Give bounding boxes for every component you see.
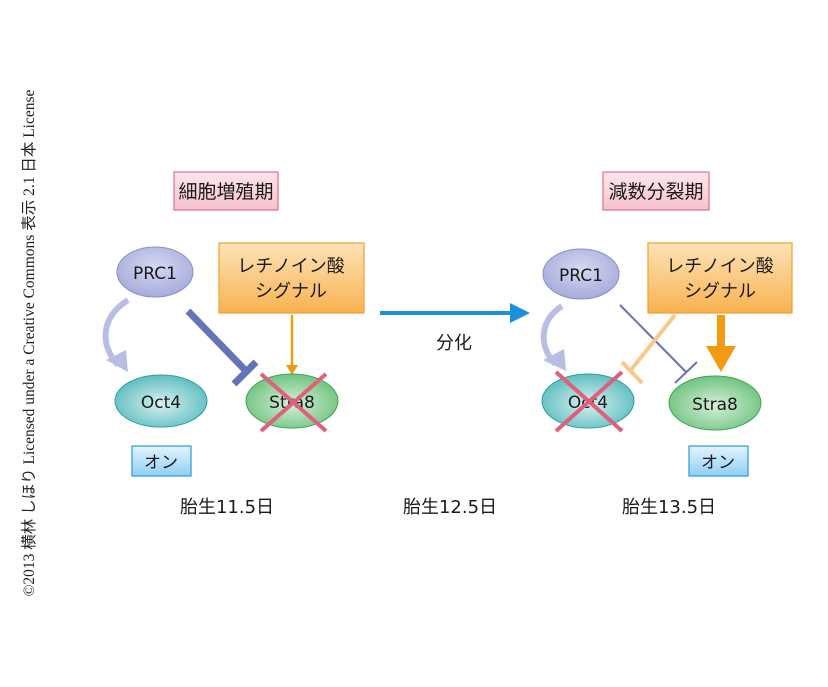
signal-label-line1: レチノイン酸: [666, 256, 773, 277]
stra8-on-badge: [688, 445, 749, 477]
prc1-label: PRC1: [559, 266, 603, 286]
oct4-on-badge: [131, 445, 192, 477]
day-label: 胎生11.5日: [180, 497, 274, 518]
prc1-node: [542, 248, 620, 300]
differentiation-label: 分化: [436, 333, 472, 354]
activation-arrowhead-icon: [543, 349, 566, 371]
signal-label-line2: シグナル: [684, 281, 756, 302]
inhibition-bar-icon: [674, 361, 698, 384]
signal-arrowhead-icon: [706, 346, 736, 372]
phase-label: 減数分裂期: [608, 181, 703, 203]
transition: 分化 胎生12.5日: [380, 303, 530, 518]
oct4-off-cross-icon: [554, 370, 624, 433]
oct4-node: [114, 374, 208, 428]
phase-label-box: [602, 171, 710, 211]
prc1-label: PRC1: [133, 264, 177, 284]
on-badge-label: オン: [144, 453, 178, 473]
on-badge-label: オン: [701, 453, 735, 473]
differentiation-arrowhead-icon: [510, 303, 530, 323]
signal-label-line1: レチノイン酸: [237, 256, 344, 277]
phase-label-box: [173, 171, 279, 211]
prc1-node: [116, 246, 194, 298]
activation-arrowhead-icon: [106, 350, 128, 372]
retinoic-acid-signal-box: [218, 242, 365, 314]
prc1-stra8-inhibition-line: [185, 308, 249, 374]
inhibition-bar-icon: [231, 359, 259, 387]
right-panel: 減数分裂期 PRC1 レチノイン酸 シグナル Oct4 Stra8 オン 胎生1…: [540, 171, 793, 518]
signal-oct4-inhibition-line: [628, 313, 677, 373]
phase-label: 細胞増殖期: [178, 181, 273, 203]
signal-arrowhead-icon: [286, 365, 298, 375]
stra8-label: Stra8: [692, 395, 738, 415]
signal-label-line2: シグナル: [255, 281, 327, 302]
oct4-label: Oct4: [141, 393, 181, 413]
day-label: 胎生13.5日: [622, 497, 716, 518]
stra8-node: [668, 375, 762, 431]
transition-day-label: 胎生12.5日: [403, 497, 497, 518]
prc1-stra8-inhibition-line: [619, 304, 687, 373]
stra8-off-cross-icon: [259, 372, 328, 433]
retinoic-acid-signal-box: [647, 242, 793, 314]
inhibition-bar-icon: [620, 360, 644, 385]
left-panel: 細胞増殖期 PRC1 レチノイン酸 シグナル Oct4 Stra8 オン 胎生1…: [102, 171, 365, 518]
